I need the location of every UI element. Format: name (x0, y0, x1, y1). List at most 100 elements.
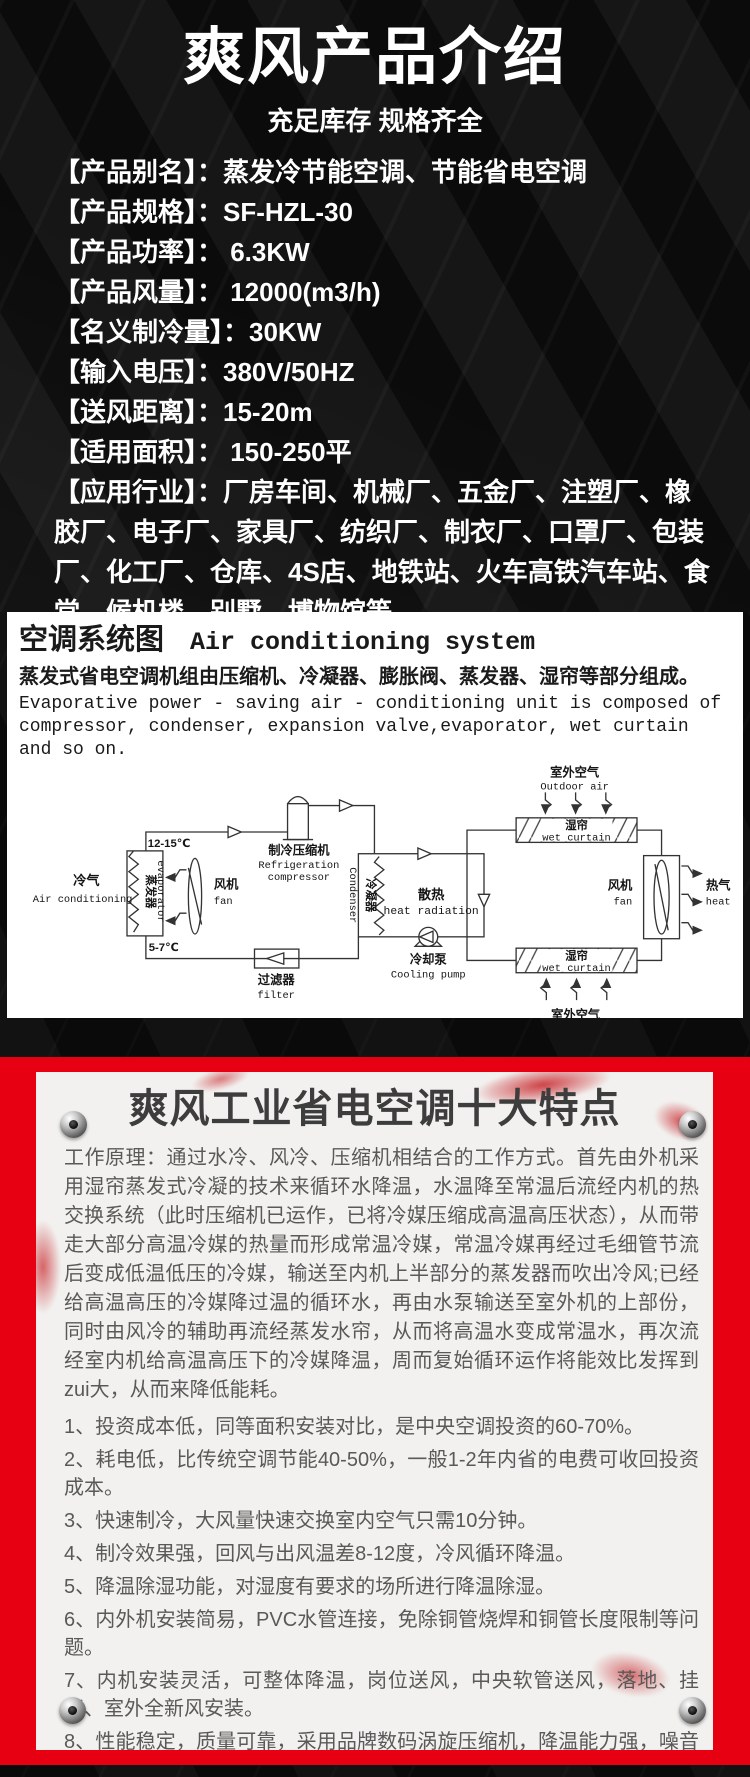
features-card: 爽风工业省电空调十大特点 工作原理：通过水冷、风冷、压缩机相结合的工作方式。首先… (36, 1072, 713, 1750)
feature-item-2: 2、耗电低，比传统空调节能40-50%，一般1-2年内省的电费可收回投资成本。 (64, 1449, 699, 1499)
spec-item-voltage: 【输入电压】：380V/50HZ (54, 357, 355, 387)
feature-item-8: 8、性能稳定，质量可靠，采用品牌数码涡旋压缩机，降温能力强，噪音低，效率高。 (64, 1731, 699, 1750)
evaporator-box (126, 850, 164, 937)
flow-arrow-condenser-right (477, 893, 491, 909)
temp-low-label: 5-7℃ (149, 942, 179, 954)
feature-item-1: 1、投资成本低，同等面积安装对比，是中央空调投资的60-70%。 (64, 1416, 645, 1438)
product-subtitle: 充足库存 规格齐全 (267, 106, 483, 136)
hot-air-label-en: heat (706, 897, 731, 909)
flow-arrow-condenser-top (417, 847, 433, 861)
screw-icon (60, 1111, 87, 1138)
diagram-heading-zh: 空调系统图 (19, 624, 165, 656)
water-pipe (466, 829, 517, 962)
screw-icon (679, 1697, 706, 1724)
curtain-to-fan-pipe (637, 829, 663, 856)
compressor-dome (287, 795, 309, 805)
outdoor-air-arrow (576, 792, 582, 812)
compressor-label-en2: compressor (268, 872, 330, 884)
spec-item-model: 【产品规格】：SF-HZL-30 (54, 197, 354, 227)
outdoor-air-arrow-up (571, 980, 577, 1000)
wet-curtain-bottom-label-zh: 湿帘 (565, 949, 588, 963)
outdoor-fan-label-zh: 风机 (608, 878, 633, 893)
outdoor-fan-label-en: fan (614, 897, 633, 909)
section-divider (0, 1018, 750, 1057)
diagram-heading: 空调系统图 Air conditioning system (19, 622, 731, 663)
feature-item-4: 4、制冷效果强，回风与出风温差8-12度，冷风循环降温。 (64, 1543, 576, 1565)
fan-to-curtain-pipe (637, 938, 663, 962)
indoor-fan-axis (187, 867, 203, 925)
pump-rotor (418, 930, 434, 944)
cold-air-arrow (168, 913, 187, 921)
cooling-pump-label-en: Cooling pump (391, 969, 466, 981)
cold-air-label-zh: 冷气 (73, 872, 99, 888)
spec-item-industry: 【应用行业】：厂房车间、机械厂、五金厂、注塑厂、橡胶厂、电子厂、家具厂、纺织厂、… (54, 477, 710, 612)
features-title: 爽风工业省电空调十大特点 (128, 1087, 621, 1131)
features-section: 爽风工业省电空调十大特点 工作原理：通过水冷、风冷、压缩机相结合的工作方式。首先… (0, 1057, 750, 1765)
hot-air-arrow (681, 923, 700, 931)
diagram-section: 空调系统图 Air conditioning system 蒸发式省电空调机组由压… (7, 612, 743, 1018)
condenser-coil (373, 856, 385, 936)
evaporator-coil (127, 850, 140, 933)
return-pipe (145, 935, 360, 960)
condenser-label-zh: 冷凝器 (364, 878, 378, 913)
diagram-desc-en: Evaporative power - saving air - conditi… (19, 694, 722, 760)
cold-air-label-en: Air conditioning (33, 894, 133, 906)
hero-section: 爽风产品介绍 充足库存 规格齐全 【产品别名】：蒸发冷节能空调、节能省电空调 【… (0, 0, 750, 612)
indoor-fan-label-en: fan (214, 896, 233, 908)
outdoor-air-top-label-zh: 室外空气 (550, 764, 600, 779)
filter-label-zh: 过滤器 (258, 972, 296, 987)
feature-item-3: 3、快速制冷，大风量快速交换室内空气只需10分钟。 (64, 1510, 538, 1532)
hot-air-arrow (681, 866, 700, 874)
working-principle-paragraph: 工作原理：通过水冷、风冷、压缩机相结合的工作方式。首先由外机采用湿帘蒸发式冷凝的… (64, 1147, 699, 1401)
compressor-label-zh: 制冷压缩机 (268, 843, 330, 858)
discharge-pipe (308, 804, 376, 854)
hot-air-label-zh: 热气 (706, 878, 731, 893)
condenser-label-en: Condenser (346, 867, 358, 923)
system-diagram-svg: 冷气 Air conditioning 蒸发器 evaporator 风机 fa… (33, 764, 731, 1018)
spec-item-airflow: 【产品风量】： 12000(m3/h) (54, 277, 381, 307)
screw-icon (679, 1111, 706, 1138)
diagram-pipes (126, 795, 681, 974)
heat-radiation-label-zh: 散热 (418, 886, 445, 902)
wet-curtain-top-label-zh: 湿帘 (565, 818, 588, 832)
heat-radiation-label-en: heat radiation (384, 906, 479, 918)
system-diagram: 冷气 Air conditioning 蒸发器 evaporator 风机 fa… (19, 764, 731, 1018)
indoor-fan-label-zh: 风机 (214, 877, 239, 892)
compressor-body (286, 803, 309, 841)
feature-item-5: 5、降温除湿功能，对湿度有要求的场所进行降温除湿。 (64, 1576, 556, 1598)
diagram-desc-zh: 蒸发式省电空调机组由压缩机、冷凝器、膨胀阀、蒸发器、湿帘等部分组成。 (19, 666, 699, 688)
indoor-fan-blade (187, 857, 203, 935)
feature-item-7: 7、内机安装灵活，可整体降温，岗位送风，中央软管送风，落地、挂墙、室外全新风安装… (64, 1670, 699, 1720)
product-title: 爽风产品介绍 (182, 23, 567, 92)
wet-curtain-bottom-label-en: wet curtain (542, 963, 611, 975)
outdoor-air-bottom-label-zh: 室外空气 (551, 1007, 601, 1018)
filter-label-en: filter (258, 990, 295, 1002)
wet-curtain-bottom-labelbg (540, 949, 613, 972)
flow-arrow-suction (227, 825, 243, 839)
wet-curtain-top-labelbg (540, 818, 613, 842)
temp-high-label: 12-15℃ (148, 838, 191, 850)
spec-item-cooling: 【名义制冷量】：30KW (54, 317, 322, 347)
flow-arrow-discharge (338, 798, 355, 813)
spec-item-area: 【适用面积】： 150-250平 (54, 437, 352, 467)
wet-curtain-top-label-en: wet curtain (542, 833, 611, 845)
outdoor-air-arrow (545, 792, 551, 812)
outdoor-air-arrow-up (601, 980, 607, 1000)
outdoor-air-top-label-en: Outdoor air (540, 782, 609, 794)
spec-list: 【产品别名】：蒸发冷节能空调、节能省电空调 【产品规格】：SF-HZL-30 【… (0, 152, 750, 612)
outdoor-air-arrow-up (541, 980, 547, 1000)
bottom-strip (0, 1765, 750, 1777)
spec-item-power: 【产品功率】： 6.3KW (54, 237, 310, 267)
feature-item-6: 6、内外机安装简易，PVC水管连接，免除铜管烧焊和铜管长度限制等问题。 (64, 1609, 699, 1659)
evaporator-label-zh: 蒸发器 (144, 875, 158, 910)
feature-list: 1、投资成本低，同等面积安装对比，是中央空调投资的60-70%。 2、耗电低，比… (36, 1413, 713, 1750)
cooling-pump-label-zh: 冷却泵 (410, 951, 448, 966)
diagram-heading-en: Air conditioning system (190, 628, 536, 657)
screw-icon (59, 1697, 86, 1724)
spec-item-distance: 【送风距离】：15-20m (54, 397, 313, 427)
compressor-label-en1: Refrigeration (258, 860, 339, 872)
evaporator-label-en: evaporator (154, 860, 166, 922)
flow-arrow-filter (264, 951, 285, 966)
hot-air-arrow (681, 894, 700, 902)
outdoor-fan-axis (654, 863, 669, 931)
